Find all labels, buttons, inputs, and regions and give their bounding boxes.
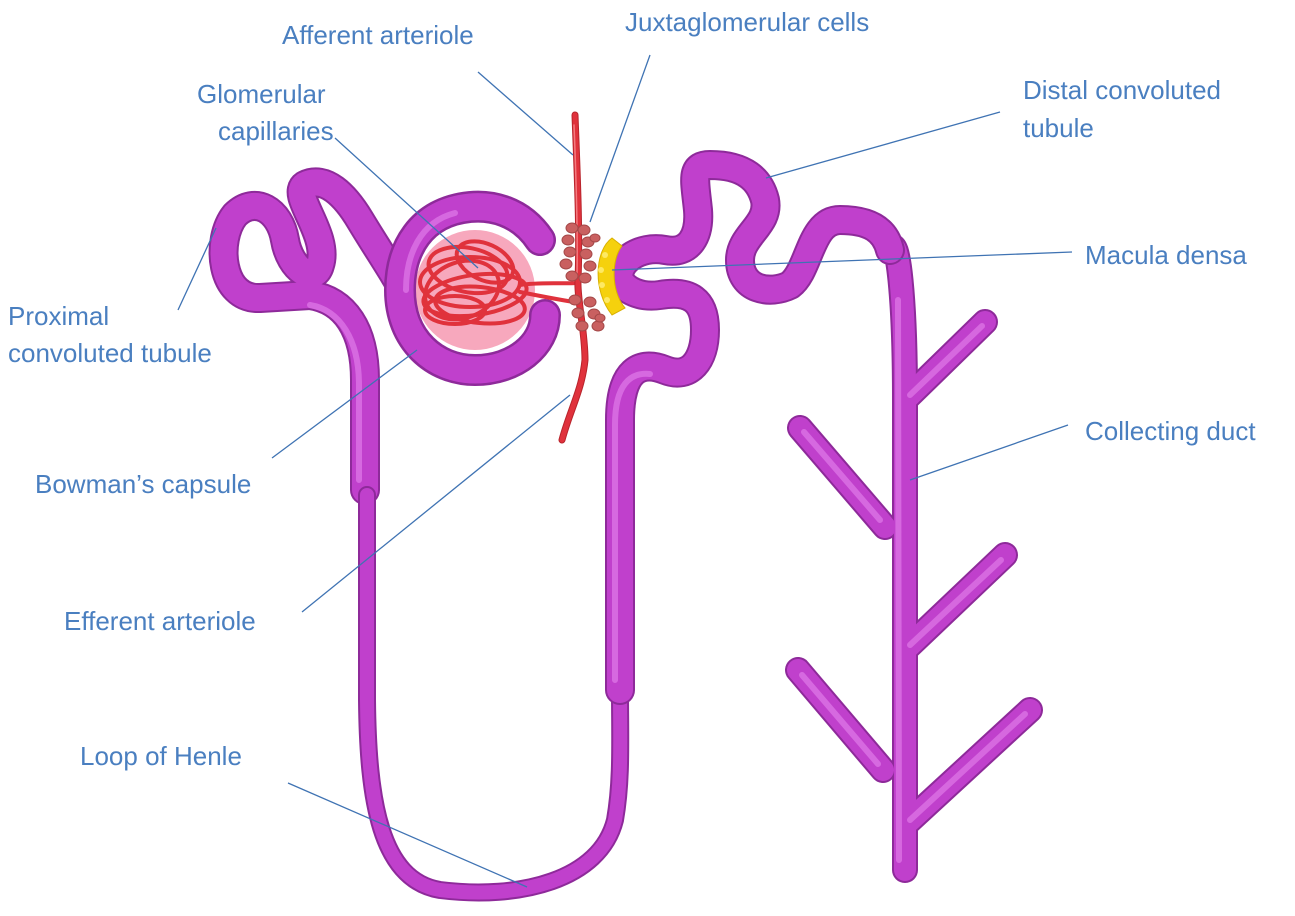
leader-bowmans-capsule	[272, 350, 417, 458]
leader-afferent-arteriole	[478, 72, 573, 155]
leader-collecting-duct	[910, 425, 1068, 480]
label-distal-convoluted-tubule: Distal convoluted tubule	[1023, 75, 1228, 143]
renal-tubule	[224, 165, 890, 892]
leader-juxtaglomerular-cells	[590, 55, 650, 222]
label-macula-densa: Macula densa	[1085, 240, 1247, 270]
label-afferent-arteriole: Afferent arteriole	[282, 20, 474, 50]
leader-efferent-arteriole	[302, 395, 570, 612]
label-efferent-arteriole: Efferent arteriole	[64, 606, 256, 636]
label-loop-of-henle: Loop of Henle	[80, 741, 242, 771]
leader-distal-convoluted-tubule	[766, 112, 1000, 178]
label-bowmans-capsule: Bowman’s capsule	[35, 469, 251, 499]
collecting-duct	[798, 247, 1030, 870]
label-proximal-convoluted-tubule: Proximal convoluted tubule	[8, 301, 212, 368]
label-glomerular-capillaries: Glomerular capillaries	[197, 79, 334, 146]
label-collecting-duct: Collecting duct	[1085, 416, 1256, 446]
label-juxtaglomerular-cells: Juxtaglomerular cells	[625, 7, 869, 37]
